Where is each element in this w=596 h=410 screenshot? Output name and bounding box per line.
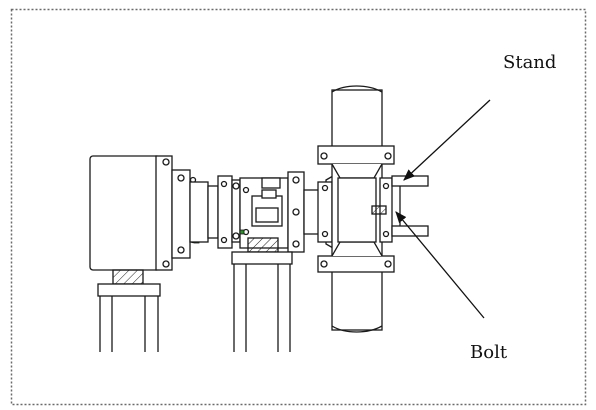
vertical-pipe	[317, 85, 395, 333]
stand-leader-arrow	[403, 99, 491, 181]
middle-stand	[231, 237, 293, 352]
bolt-leader-arrow	[395, 211, 485, 319]
terminal-bolt	[239, 229, 245, 235]
stand-bracket	[391, 175, 429, 237]
bolt-label: Bolt	[470, 342, 508, 363]
left-stand	[97, 269, 161, 352]
dotted-border	[10, 8, 587, 406]
converter-housing	[89, 155, 200, 271]
stand-label: Stand	[503, 52, 557, 73]
